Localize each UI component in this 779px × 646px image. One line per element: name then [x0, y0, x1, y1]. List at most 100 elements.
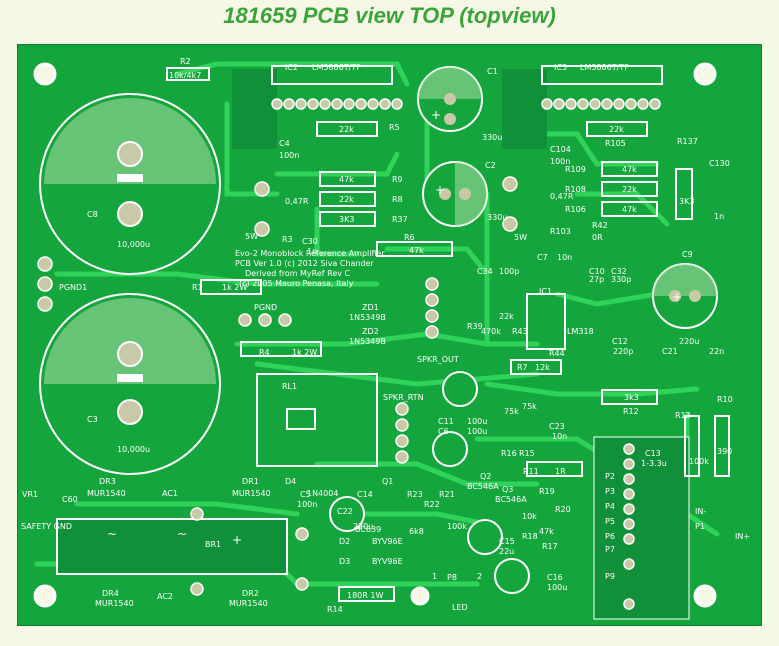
value-r13: 100k: [689, 457, 709, 466]
value-c8: 10,000u: [117, 240, 150, 249]
label-p4: P4: [605, 502, 615, 511]
capacitor-c15: [467, 519, 503, 555]
value-c22: 220u: [353, 522, 373, 531]
label-c16: C16: [547, 573, 563, 582]
label-r106: R106: [565, 205, 586, 214]
ac-symbol: ~: [177, 527, 187, 541]
label-c12: C12: [612, 337, 628, 346]
capacitor-c3: [39, 293, 221, 475]
small-electrolytics: [329, 371, 530, 594]
label-ic1: IC1: [539, 287, 552, 296]
mounting-hole: [693, 584, 717, 608]
value-c6: 100u: [467, 427, 487, 436]
label-r105: R105: [605, 139, 626, 148]
value-r9: 47k: [339, 175, 354, 184]
page-title: 181659 PCB view TOP (topview): [223, 3, 556, 28]
mounting-hole: [33, 584, 57, 608]
label-p2: P2: [605, 472, 615, 481]
label-r2: R2: [180, 57, 191, 66]
label-r3: R3: [282, 235, 293, 244]
polarity-plus: +: [435, 183, 445, 197]
capacitor-c2: [422, 161, 488, 227]
label-p6: P6: [605, 532, 615, 541]
label-r44: R44: [549, 349, 565, 358]
value-r12: 3k3: [624, 393, 639, 402]
value-c16: 100u: [547, 583, 567, 592]
value-ic3: LM3886T/TF: [580, 63, 629, 72]
label-p9: P9: [605, 572, 615, 581]
value-d2: BYV96E: [372, 537, 403, 546]
value-r37: 3K3: [339, 215, 354, 224]
value-r6: 47k: [409, 246, 424, 255]
value-r4: 1k 2W: [292, 348, 317, 357]
label-c10: C10: [589, 267, 605, 276]
label-r1: R1: [192, 283, 203, 292]
value-c11: 100u: [467, 417, 487, 426]
label-led: LED: [452, 603, 468, 612]
value-c104: 100n: [550, 157, 570, 166]
capacitor-c16: [494, 558, 530, 594]
value-c10: 27p: [589, 275, 604, 284]
label-c3: C3: [87, 415, 98, 424]
credit-line: Derived from MyRef Rev C: [245, 269, 351, 278]
value-r137: 3K3: [679, 197, 694, 206]
label-r43: R43: [512, 327, 528, 336]
label-r4: R4: [259, 348, 270, 357]
value-r11: 1R: [555, 467, 566, 476]
label-q1-part: BC639: [355, 525, 381, 534]
label-c2: C2: [485, 161, 496, 170]
value-dr1: MUR1540: [232, 489, 271, 498]
label-r8: R8: [392, 195, 403, 204]
label-c21: C21: [662, 347, 678, 356]
value-ic1: LM318: [567, 327, 594, 336]
label-p1: P1: [695, 522, 705, 531]
value-r10: 390: [717, 447, 732, 456]
label-dr1: DR1: [242, 477, 259, 486]
credit-line: PCB Ver 1.0 (c) 2012 Siva Chander: [235, 259, 375, 268]
pcb-board: Evo-2 Monoblock Reference Amplifier PCB …: [16, 43, 763, 627]
label-r18: R18: [522, 532, 538, 541]
value-zd1: 1N5349B: [349, 313, 386, 322]
label-c60: C60: [62, 495, 78, 504]
label-c23: C23: [549, 422, 565, 431]
ac-symbol: ~: [107, 527, 117, 541]
credit-line: Evo-2 Monoblock Reference Amplifier: [235, 249, 385, 258]
pin-p8-2: 2: [477, 572, 482, 581]
label-in-minus: IN-: [695, 507, 706, 516]
label-r12: R12: [623, 407, 639, 416]
bridge-rectifier-region: [56, 518, 288, 575]
pads: [37, 98, 661, 610]
value-zd2: 1N5349B: [349, 337, 386, 346]
label-r19: R19: [539, 487, 555, 496]
label-spkr-rtn: SPKR_RTN: [383, 393, 424, 402]
value-r109: 47k: [622, 165, 637, 174]
value-c9: 220u: [679, 337, 699, 346]
label-c9: C9: [682, 250, 693, 259]
watt-r103: 5W: [514, 233, 527, 242]
value-r7: 12k: [535, 363, 550, 372]
watt-r3: 5W: [245, 232, 258, 241]
label-q1: Q1: [382, 477, 393, 486]
label-r108: R108: [565, 185, 586, 194]
label-r17: R17: [542, 542, 558, 551]
label-ic3: IC3: [554, 63, 567, 72]
capacitor-c6: [432, 431, 468, 467]
label-r22: R22: [424, 500, 440, 509]
polarity-plus: +: [431, 108, 441, 122]
label-c5: C5: [300, 490, 311, 499]
label-d2: D2: [339, 537, 350, 546]
capacitor-c22: [329, 496, 365, 532]
label-p8: P8: [447, 573, 457, 582]
value-c7: 10n: [557, 253, 572, 262]
value-r42: 0R: [592, 233, 603, 242]
label-safety-gnd: SAFETY GND: [21, 522, 72, 531]
capacitor-c9: [652, 263, 718, 329]
label-vr1: VR1: [22, 490, 38, 499]
label-c104: C104: [550, 145, 571, 154]
input-region: [593, 436, 690, 620]
label-d3: D3: [339, 557, 350, 566]
capacitor-c8: [39, 93, 221, 275]
label-r5: R5: [389, 123, 400, 132]
label-r15: R15: [519, 449, 535, 458]
label-r37: R37: [392, 215, 408, 224]
